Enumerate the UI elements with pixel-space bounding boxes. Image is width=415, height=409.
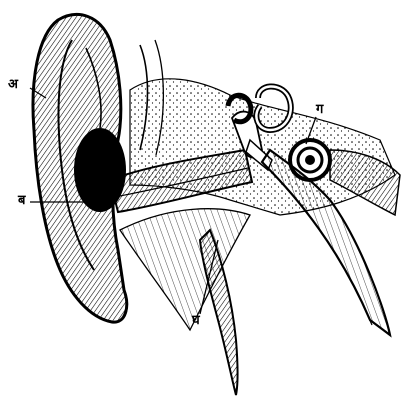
auditory-nerve: [330, 150, 400, 215]
styloid-process: [200, 230, 238, 395]
pinna: [33, 14, 127, 322]
label-d: घ: [192, 314, 200, 327]
label-b: ब: [18, 194, 25, 207]
label-a: अ: [8, 78, 18, 91]
label-c: ग: [316, 103, 323, 116]
